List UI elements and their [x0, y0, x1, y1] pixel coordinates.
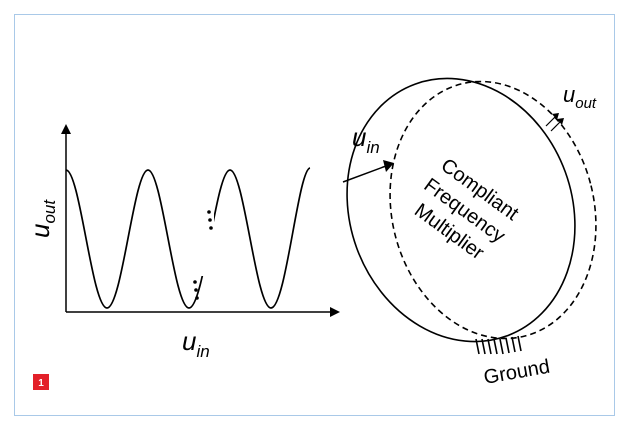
- response-plot: uout uin: [25, 124, 340, 361]
- figure-badge: 1: [33, 374, 49, 390]
- continuation-dots-lower: [193, 280, 199, 300]
- y-axis-label: uout: [25, 199, 59, 238]
- input-label: uin: [352, 122, 380, 157]
- ground-hatch: [475, 335, 522, 355]
- body-deformed: [389, 80, 597, 340]
- y-axis-arrowhead: [61, 124, 71, 134]
- continuation-dots-upper: [207, 210, 213, 230]
- multiplier-title: Compliant Frequency Multiplier: [410, 154, 523, 264]
- wave-break: [196, 186, 214, 276]
- input-arrowhead: [383, 160, 394, 172]
- x-axis-arrowhead: [330, 307, 340, 317]
- output-label: uout: [563, 82, 597, 112]
- body-undeformed: [346, 77, 576, 343]
- ground-label: Ground: [482, 356, 552, 389]
- multiplier-diagram: uin uout Compliant Frequency Multiplier: [342, 77, 597, 389]
- output-wave-left: [65, 169, 190, 309]
- input-arrow: [342, 165, 387, 183]
- output-arrows: [545, 113, 564, 132]
- x-axis-label: uin: [182, 326, 210, 361]
- figure-badge-number: 1: [38, 378, 44, 389]
